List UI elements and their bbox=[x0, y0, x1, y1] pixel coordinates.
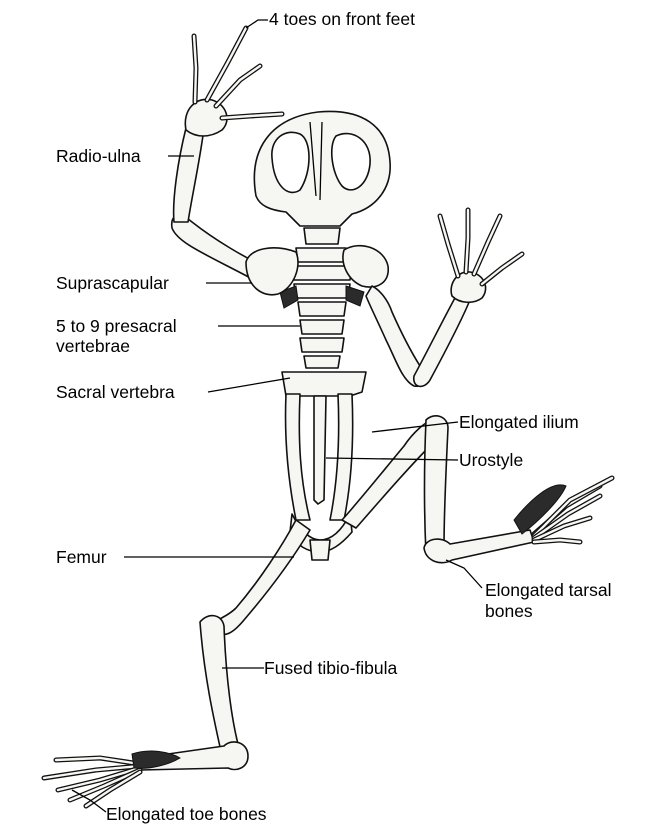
right-forelimb bbox=[366, 210, 522, 386]
label-tibio-fibula: Fused tibio-fibula bbox=[264, 658, 397, 679]
label-presacral-line1: 5 to 9 presacral bbox=[56, 316, 177, 337]
label-tarsal-line2: bones bbox=[485, 601, 533, 622]
label-tarsal-line1: Elongated tarsal bbox=[485, 580, 611, 601]
label-ilium: Elongated ilium bbox=[459, 412, 579, 433]
urostyle-bone bbox=[314, 396, 326, 504]
label-toe-bones: Elongated toe bones bbox=[106, 804, 267, 825]
label-sacral: Sacral vertebra bbox=[56, 382, 175, 403]
label-toes-front: 4 toes on front feet bbox=[269, 9, 415, 30]
label-suprascapular: Suprascapular bbox=[56, 273, 169, 294]
skull bbox=[254, 111, 390, 226]
label-presacral-line2: vertebrae bbox=[56, 336, 130, 357]
label-urostyle: Urostyle bbox=[459, 450, 523, 471]
label-femur: Femur bbox=[56, 547, 107, 568]
label-radio-ulna: Radio-ulna bbox=[56, 146, 141, 167]
right-hindlimb bbox=[342, 416, 612, 563]
